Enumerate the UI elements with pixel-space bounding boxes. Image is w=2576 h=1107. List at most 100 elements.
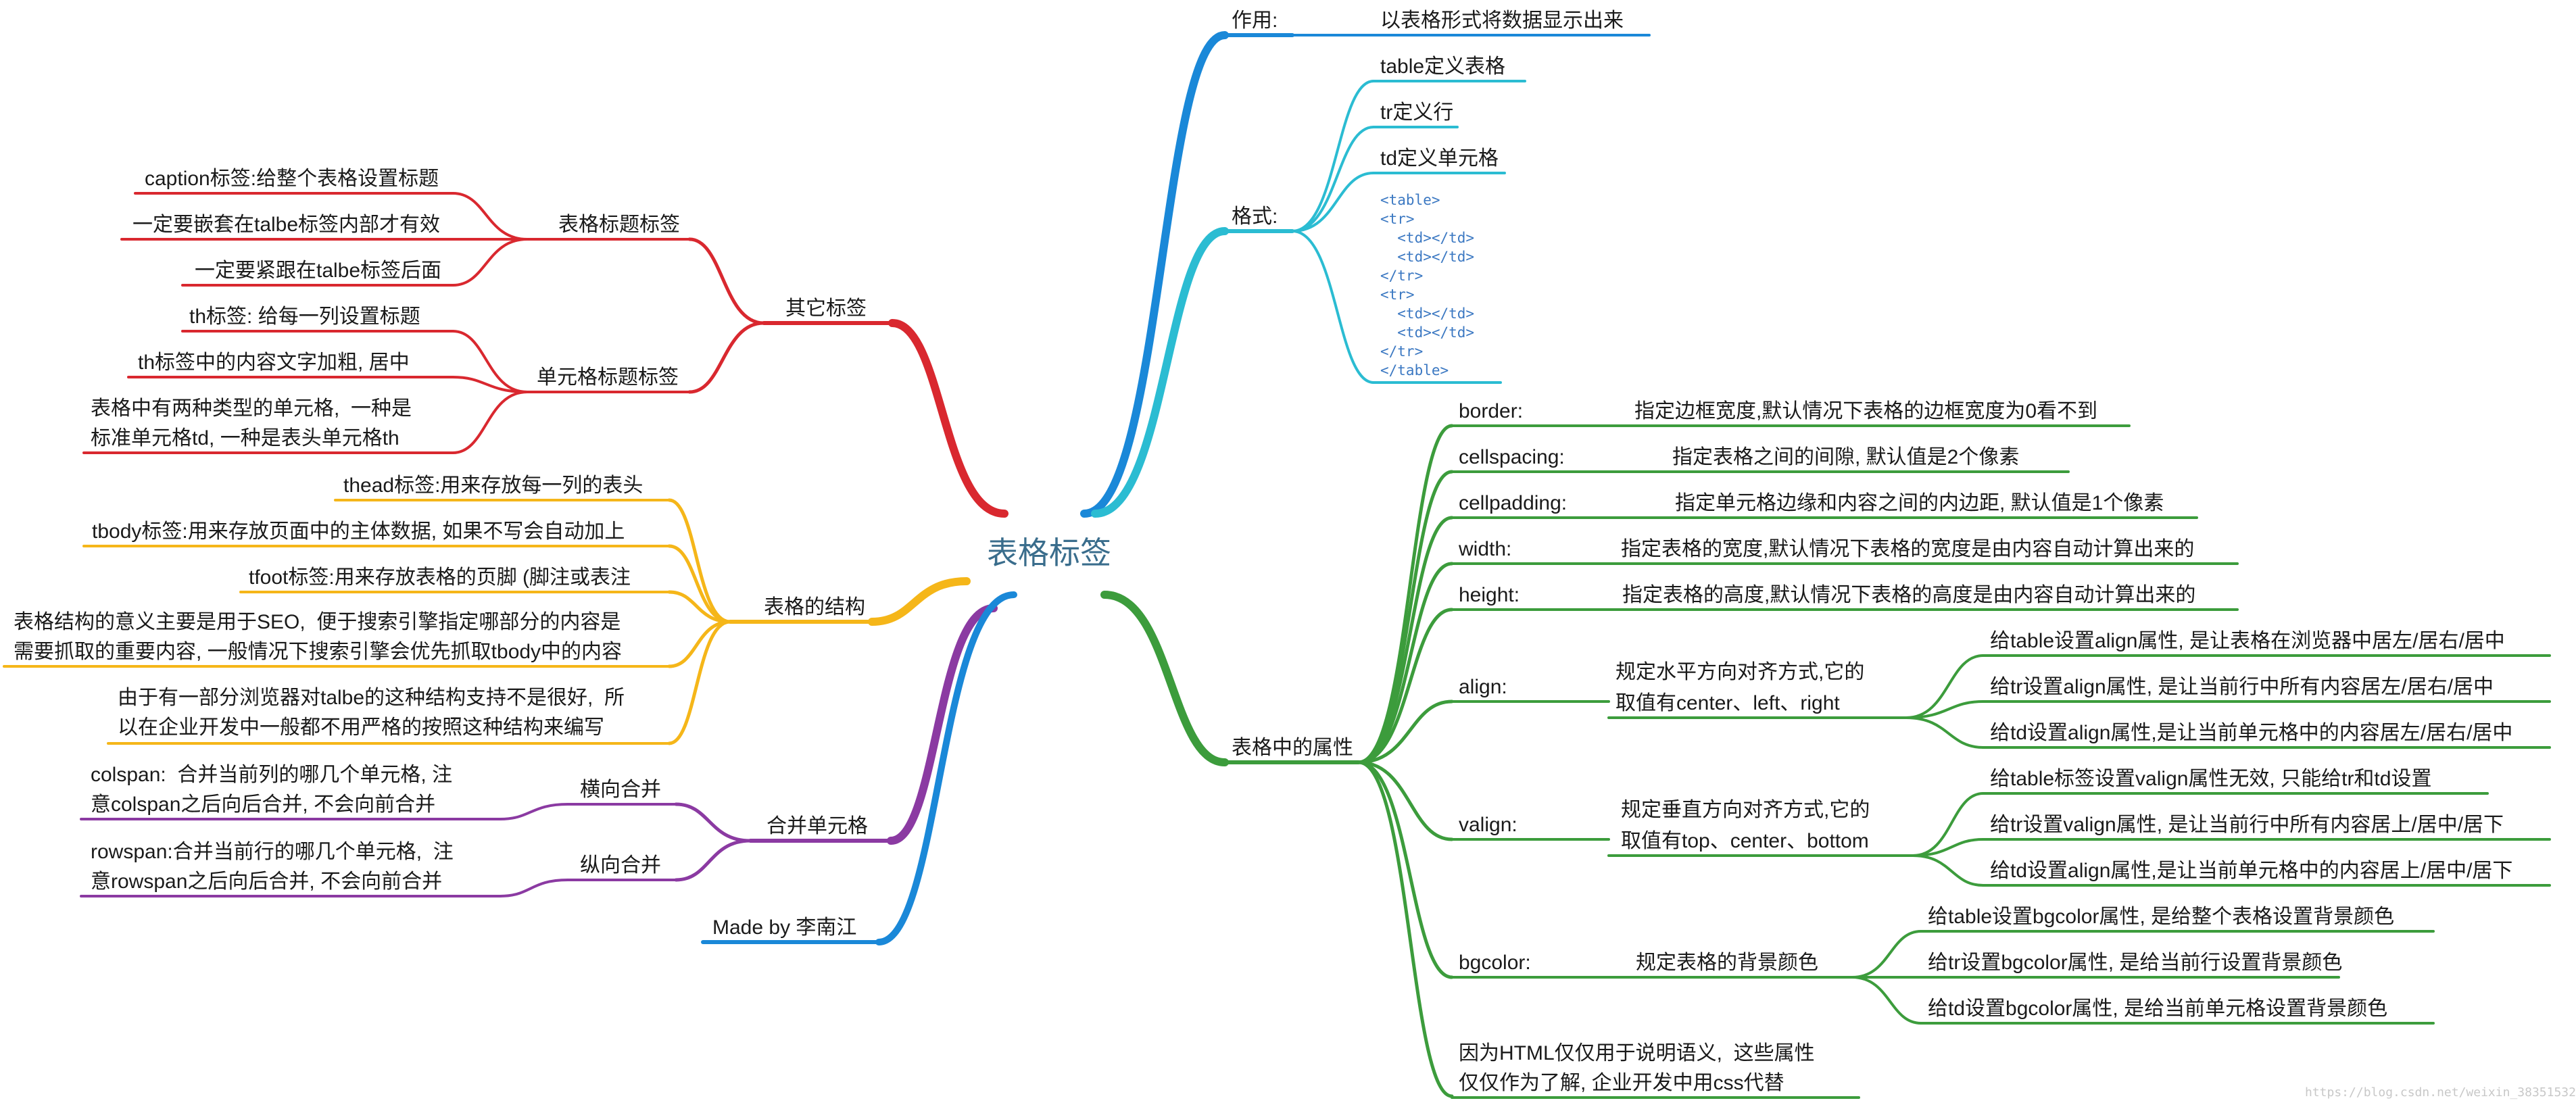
node-geshi-tr[interactable]: tr定义行	[1380, 101, 1454, 124]
connector	[1357, 760, 1454, 1098]
connector	[687, 321, 766, 394]
node-align-desc-1[interactable]: 规定水平方向对齐方式,它的	[1615, 661, 1865, 683]
node-align[interactable]: align:	[1459, 676, 1507, 698]
node-cellspacing[interactable]: cellspacing:	[1459, 446, 1565, 468]
watermark: https://blog.csdn.net/weixin_38351532	[2305, 1085, 2576, 1100]
connector	[499, 879, 569, 897]
node-align-item-2[interactable]: 给tr设置align属性, 是让当前行中所有内容居左/居右/居中	[1990, 676, 2494, 698]
node-height-desc[interactable]: 指定表格的高度,默认情况下表格的高度是由内容自动计算出来的	[1622, 584, 2196, 606]
connector	[499, 803, 569, 820]
connector	[452, 238, 529, 287]
branch-geshi	[1091, 227, 1229, 518]
connector	[667, 620, 732, 745]
node-valign-item-3[interactable]: 给td设置align属性,是让当前单元格中的内容居上/居中/居下	[1990, 860, 2513, 882]
node-th-item-2[interactable]: th标签中的内容文字加粗, 居中	[138, 351, 410, 374]
branch-jiegou	[868, 577, 971, 626]
connector	[667, 544, 732, 624]
branch-madeby	[875, 591, 1017, 945]
node-attrs-note-1[interactable]: 因为HTML仅仅用于说明语义, 这些属性	[1459, 1042, 1815, 1064]
node-zuoyong-desc[interactable]: 以表格形式将数据显示出来	[1380, 9, 1624, 32]
node-jiegou-seo-2[interactable]: 需要抓取的重要内容, 一般情况下搜索引擎会优先抓取tbody中的内容	[14, 641, 623, 663]
node-bgcolor-desc[interactable]: 规定表格的背景颜色	[1636, 952, 1818, 974]
node-width-desc[interactable]: 指定表格的宽度,默认情况下表格的宽度是由内容自动计算出来的	[1621, 538, 2195, 560]
node-caption-item-3[interactable]: 一定要紧跟在talbe标签后面	[195, 260, 442, 282]
connector	[687, 237, 766, 325]
node-caption-item-2[interactable]: 一定要嵌套在talbe标签内部才有效	[132, 214, 441, 236]
node-th-group[interactable]: 单元格标题标签	[537, 366, 679, 389]
node-valign-item-1[interactable]: 给table标签设置valign属性无效, 只能给tr和td设置	[1990, 768, 2432, 790]
node-jiegou-seo-1[interactable]: 表格结构的意义主要是用于SEO, 便于搜索引擎指定哪部分的内容是	[14, 611, 621, 633]
node-th-item-3-line1[interactable]: 表格中有两种类型的单元格, 一种是	[91, 397, 412, 420]
node-colspan-2[interactable]: 意colspan之后向后合并, 不会向前合并	[91, 793, 436, 816]
connector	[667, 498, 732, 624]
connector	[674, 802, 752, 843]
node-rowspan-1[interactable]: rowspan:合并当前行的哪几个单元格, 注	[91, 841, 454, 863]
node-bgcolor-item-1[interactable]: 给table设置bgcolor属性, 是给整个表格设置背景颜色	[1928, 906, 2395, 928]
connector	[1912, 838, 1985, 857]
node-cellspacing-desc[interactable]: 指定表格之间的间隙, 默认值是2个像素	[1672, 446, 2020, 468]
branch-qita	[888, 319, 1008, 518]
node-qita[interactable]: 其它标签	[785, 297, 867, 320]
node-height[interactable]: height:	[1459, 584, 1520, 606]
node-attrs[interactable]: 表格中的属性	[1232, 737, 1353, 759]
node-caption-group[interactable]: 表格标题标签	[558, 214, 680, 236]
connector	[1357, 699, 1454, 764]
connector	[452, 391, 529, 454]
node-cellpadding-desc[interactable]: 指定单元格边缘和内容之间的内边距, 默认值是1个像素	[1675, 492, 2164, 514]
node-bgcolor-item-2[interactable]: 给tr设置bgcolor属性, 是给当前行设置背景颜色	[1928, 952, 2343, 974]
branch-zuoyong	[1080, 31, 1229, 518]
connector	[1912, 854, 1985, 887]
node-valign-desc-2[interactable]: 取值有top、center、bottom	[1621, 830, 1869, 852]
node-align-item-3[interactable]: 给td设置align属性,是让当前单元格中的内容居左/居右/居中	[1990, 722, 2513, 744]
node-attrs-note-2[interactable]: 仅仅作为了解, 企业开发中用css代替	[1459, 1072, 1784, 1094]
connector	[1357, 760, 1454, 979]
node-width[interactable]: width:	[1459, 538, 1512, 560]
node-border[interactable]: border:	[1459, 400, 1524, 422]
node-align-item-1[interactable]: 给table设置align属性, 是让表格在浏览器中居左/居右/居中	[1990, 630, 2505, 652]
node-valign-item-2[interactable]: 给tr设置valign属性, 是让当前行中所有内容居上/居中/居下	[1990, 814, 2504, 836]
node-th-item-3-line2[interactable]: 标准单元格td, 一种是表头单元格th	[91, 427, 399, 449]
node-geshi-table[interactable]: table定义表格	[1380, 55, 1506, 78]
node-jiegou-thead[interactable]: thead标签:用来存放每一列的表头	[343, 474, 643, 497]
connector	[1905, 716, 1985, 749]
node-zongxiang[interactable]: 纵向合并	[580, 854, 661, 877]
node-align-desc-2[interactable]: 取值有center、left、right	[1615, 692, 1840, 714]
node-geshi-td[interactable]: td定义单元格	[1380, 147, 1499, 170]
branch-attrs	[1100, 591, 1229, 766]
root-topic[interactable]: 表格标签	[987, 535, 1111, 570]
node-jiegou-compat-1[interactable]: 由于有一部分浏览器对talbe的这种结构支持不是很好, 所	[118, 687, 625, 709]
node-geshi[interactable]: 格式:	[1232, 205, 1278, 228]
node-hebing[interactable]: 合并单元格	[767, 815, 868, 837]
connector	[1357, 424, 1454, 764]
node-th-item-1[interactable]: th标签: 给每一列设置标题	[189, 305, 420, 328]
node-rowspan-2[interactable]: 意rowspan之后向后合并, 不会向前合并	[91, 870, 443, 893]
node-caption-item-1[interactable]: caption标签:给整个表格设置标题	[145, 168, 439, 190]
connector	[1291, 126, 1375, 232]
node-geshi-code[interactable]: <table> <tr> <td></td> <td></td> </tr> <…	[1380, 192, 1475, 378]
connector	[1357, 608, 1454, 764]
node-valign-desc-1[interactable]: 规定垂直方向对齐方式,它的	[1621, 799, 1870, 821]
node-bgcolor-item-3[interactable]: 给td设置bgcolor属性, 是给当前单元格设置背景颜色	[1928, 998, 2388, 1020]
node-jiegou[interactable]: 表格的结构	[764, 596, 865, 618]
node-valign[interactable]: valign:	[1459, 814, 1517, 836]
connector	[452, 376, 529, 393]
connector	[667, 620, 732, 668]
node-jiegou-tfoot[interactable]: tfoot标签:用来存放表格的页脚 (脚注或表注	[249, 566, 631, 589]
node-jiegou-compat-2[interactable]: 以在企业开发中一般都不用严格的按照这种结构来编写	[118, 716, 604, 739]
branch-hebing	[887, 604, 998, 845]
connector	[1851, 976, 1922, 1025]
node-madeby[interactable]: Made by 李南江	[712, 916, 857, 939]
connector	[452, 330, 529, 393]
node-cellpadding[interactable]: cellpadding:	[1459, 492, 1568, 514]
node-jiegou-tbody[interactable]: tbody标签:用来存放页面中的主体数据, 如果不写会自动加上	[92, 520, 625, 543]
node-colspan-1[interactable]: colspan: 合并当前列的哪几个单元格, 注	[91, 764, 453, 786]
node-border-desc[interactable]: 指定边框宽度,默认情况下表格的边框宽度为0看不到	[1634, 400, 2098, 422]
node-bgcolor[interactable]: bgcolor:	[1459, 952, 1531, 974]
connector	[1291, 80, 1375, 232]
connector	[1357, 760, 1454, 841]
connector	[1905, 700, 1985, 719]
connector	[1905, 654, 1985, 719]
node-zuoyong[interactable]: 作用:	[1232, 9, 1278, 32]
node-hengxiang[interactable]: 横向合并	[580, 779, 661, 801]
